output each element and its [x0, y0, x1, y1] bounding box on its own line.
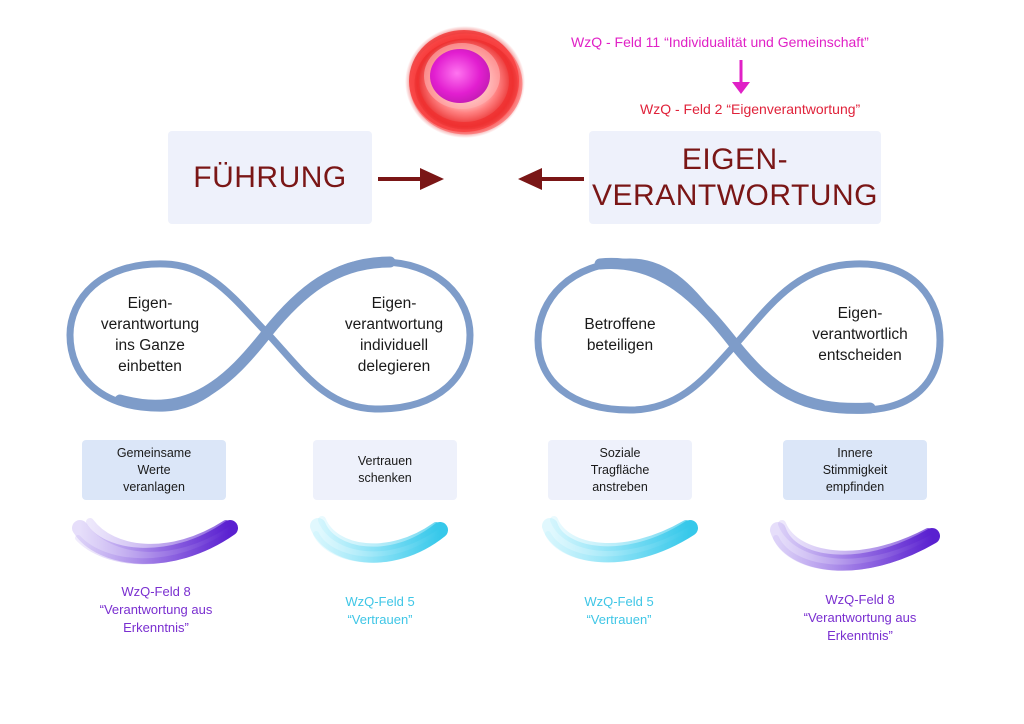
fuehrung-title: FÜHRUNG: [193, 160, 347, 194]
arrow-right-icon: [378, 168, 444, 190]
box-innere-stimmigkeit: Innere Stimmigkeit empfinden: [783, 440, 927, 500]
brush-purple-right: [770, 520, 940, 571]
loop-right-b-line: Eigen-: [837, 305, 883, 322]
right-infinity-band: [594, 257, 876, 414]
field-line: WzQ-Feld 8: [121, 584, 191, 599]
box-soziale-tragflaeche: Soziale Tragfläche anstreben: [548, 440, 692, 500]
loop-left-b-line: verantwortung: [344, 316, 444, 333]
box-line: Soziale: [599, 445, 641, 460]
loop-left-b-line: individuell: [359, 337, 429, 354]
field-label-left-2: WzQ-Feld 5 “Vertrauen”: [300, 593, 460, 629]
loop-right-b-text: Eigen- verantwortlich entscheiden: [795, 303, 925, 366]
loop-left-b-text: Eigen- verantwortung individuell delegie…: [324, 293, 464, 377]
field-line: WzQ-Feld 5: [345, 594, 415, 609]
loop-right-a-line: Betroffene: [584, 316, 656, 333]
eigenverantwortung-title-line1: EIGEN-: [681, 142, 789, 176]
field-line: “Vertrauen”: [347, 612, 413, 627]
loop-left-b-line: Eigen-: [371, 295, 417, 312]
field-line: Erkenntnis”: [827, 628, 893, 643]
loop-left-a-line: ins Ganze: [115, 337, 185, 354]
field-label-right-2: WzQ-Feld 8 “Verantwortung aus Erkenntnis…: [780, 591, 940, 645]
field2-label: WzQ - Feld 2 “Eigenverantwortung”: [640, 101, 861, 117]
field-label-left-1: WzQ-Feld 8 “Verantwortung aus Erkenntnis…: [76, 583, 236, 637]
box-line: Stimmigkeit: [822, 462, 888, 477]
eigenverantwortung-title-line2: VERANTWORTUNG: [592, 178, 878, 212]
brush-cyan-left: [310, 516, 448, 563]
field-line: “Verantwortung aus: [99, 602, 213, 617]
box-line: Gemeinsame: [116, 445, 192, 460]
field-line: WzQ-Feld 8: [825, 592, 895, 607]
loop-left-b-line: delegieren: [357, 358, 431, 375]
box-line: veranlagen: [123, 479, 185, 494]
box-gemeinsame-werte: Gemeinsame Werte veranlagen: [82, 440, 226, 500]
field-line: Erkenntnis”: [123, 620, 189, 635]
box-line: Vertrauen: [357, 454, 413, 468]
arrow-down-icon: [732, 60, 750, 94]
field-line: WzQ-Feld 5: [584, 594, 654, 609]
loop-right-b-line: entscheiden: [818, 347, 902, 364]
brush-cyan-right: [542, 516, 698, 563]
box-line: anstreben: [592, 479, 648, 494]
box-line: Innere: [837, 445, 873, 460]
loop-left-a-line: verantwortung: [100, 316, 200, 333]
field-line: “Vertrauen”: [586, 612, 652, 627]
loop-left-a-line: einbetten: [118, 358, 182, 375]
box-line: schenken: [358, 471, 412, 485]
field-label-right-1: WzQ-Feld 5 “Vertrauen”: [539, 593, 699, 629]
arrow-left-icon: [518, 168, 584, 190]
box-line: empfinden: [825, 479, 885, 494]
left-infinity-band: [114, 256, 396, 411]
loop-right-b-line: verantwortlich: [812, 326, 908, 343]
loop-right-a-line: beteiligen: [586, 337, 654, 354]
eigenverantwortung-box: EIGEN- VERANTWORTUNG: [589, 131, 881, 224]
brush-purple-left: [72, 518, 238, 565]
fuehrung-box: FÜHRUNG: [168, 131, 372, 224]
box-line: Werte: [137, 462, 171, 477]
box-line: Tragfläche: [590, 462, 650, 477]
loop-left-a-line: Eigen-: [127, 295, 173, 312]
box-vertrauen-schenken: Vertrauen schenken: [313, 440, 457, 500]
loop-left-a-text: Eigen- verantwortung ins Ganze einbetten: [85, 293, 215, 377]
red-magenta-circle-icon: [405, 26, 525, 138]
field-line: “Verantwortung aus: [803, 610, 917, 625]
eigenverantwortung-title: EIGEN- VERANTWORTUNG: [592, 142, 878, 214]
field11-label: WzQ - Feld 11 “Individualität und Gemein…: [571, 34, 869, 50]
loop-right-a-text: Betroffene beteiligen: [560, 314, 680, 356]
